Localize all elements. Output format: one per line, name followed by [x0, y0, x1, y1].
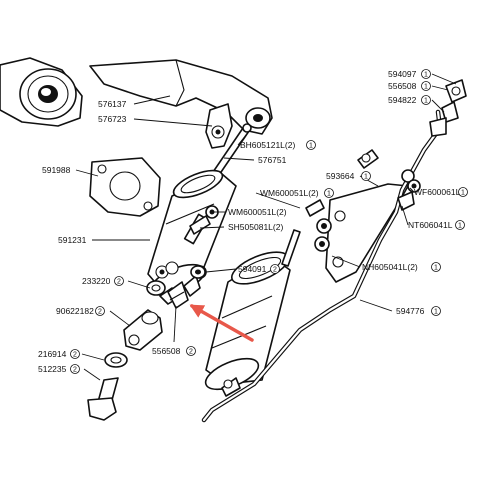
part-labels: 576137 576723 BH605121L(2) 1 576751 5919…	[38, 69, 468, 374]
quantity-circle	[270, 264, 280, 274]
bolt-594091	[190, 265, 206, 279]
quantity-number: 1	[458, 223, 462, 230]
quantity-number: 2	[73, 352, 77, 359]
quantity-circle	[455, 220, 465, 230]
part-number: 593664	[326, 171, 355, 181]
banjo-bolt	[87, 377, 119, 421]
quantity-circle	[431, 262, 441, 272]
part-callout: 576751	[258, 155, 287, 165]
quantity-number: 2	[189, 349, 193, 356]
part-callout: 591231	[58, 235, 87, 245]
seal-washer-233220	[146, 280, 166, 296]
part-number: 594776	[396, 306, 425, 316]
part-number: 233220	[82, 276, 111, 286]
part-callout: NH605041L(2) 1	[362, 262, 441, 272]
part-callout: 512235 2	[38, 364, 80, 374]
quantity-circle	[324, 188, 334, 198]
quantity-number: 2	[73, 367, 77, 374]
part-number: 90622182	[56, 306, 94, 316]
drawings	[0, 57, 467, 423]
quantity-number: 1	[364, 174, 368, 181]
master-cylinder	[204, 229, 301, 397]
quantity-number: 1	[327, 191, 331, 198]
part-number: BH605121L(2)	[240, 140, 295, 150]
quantity-number: 1	[461, 190, 465, 197]
part-callout: WM600051L(2) 1	[260, 188, 334, 198]
part-callout: 594091 2	[238, 264, 280, 274]
part-callout: WM600051L(2)	[228, 207, 287, 217]
part-callout: SH505081L(2)	[228, 222, 283, 232]
part-callout: WF600061L 1	[414, 187, 468, 197]
release-bearing	[0, 57, 83, 127]
part-number: 576751	[258, 155, 287, 165]
part-number: SH505081L(2)	[228, 222, 283, 232]
quantity-circle	[306, 140, 316, 150]
quantity-number: 1	[309, 143, 313, 150]
part-callout: 556508 2	[152, 346, 196, 356]
union-fitting	[123, 309, 163, 351]
part-number: 576137	[98, 99, 127, 109]
part-number: 591231	[58, 235, 87, 245]
quantity-number: 1	[424, 98, 428, 105]
part-callout: 576723	[98, 114, 127, 124]
quantity-circle	[114, 276, 124, 286]
part-callout: 593664 1	[326, 171, 371, 181]
quantity-circle	[70, 349, 80, 359]
hydraulic-pipe	[201, 109, 443, 423]
part-number: WM600051L(2)	[228, 207, 287, 217]
part-callout: 233220 2	[82, 276, 124, 286]
quantity-number: 1	[434, 309, 438, 316]
part-number: WM600051L(2)	[260, 188, 319, 198]
part-number: 594097	[388, 69, 417, 79]
part-callout: 576137	[98, 99, 127, 109]
part-number: 594822	[388, 95, 417, 105]
part-number: 556508	[388, 81, 417, 91]
quantity-circle	[421, 69, 431, 79]
highlight-arrow	[189, 304, 254, 342]
part-callout: 90622182 2	[56, 306, 105, 316]
quantity-circle	[361, 171, 371, 181]
quantity-circle	[421, 81, 431, 91]
banjo-fitting	[167, 281, 189, 309]
quantity-number: 1	[424, 72, 428, 79]
quantity-circle	[95, 306, 105, 316]
part-callout: 594776 1	[396, 306, 441, 316]
part-callout: 556508 1	[388, 81, 431, 91]
quantity-number: 2	[273, 267, 277, 274]
part-number: 594091	[238, 264, 267, 274]
part-number: 591988	[42, 165, 71, 175]
quantity-circle	[431, 306, 441, 316]
quantity-circle	[70, 364, 80, 374]
seal-washer-216914	[104, 352, 128, 368]
part-number: 576723	[98, 114, 127, 124]
gasket-plate	[89, 157, 161, 217]
part-number: 216914	[38, 349, 67, 359]
part-number: 556508	[152, 346, 181, 356]
quantity-circle	[421, 95, 431, 105]
mounting-bracket	[305, 183, 409, 283]
part-callout: 594822 1	[388, 95, 431, 105]
quantity-number: 2	[117, 279, 121, 286]
quantity-circle	[458, 187, 468, 197]
part-callout: NT606041L 1	[408, 220, 465, 230]
part-number: 512235	[38, 364, 67, 374]
part-number: NH605041L(2)	[362, 262, 418, 272]
pipe-fittings	[397, 79, 467, 211]
part-callout: 216914 2	[38, 349, 80, 359]
quantity-number: 1	[424, 84, 428, 91]
part-number: WF600061L	[414, 187, 461, 197]
quantity-number: 1	[434, 265, 438, 272]
part-callout: BH605121L(2) 1	[240, 140, 316, 150]
quantity-circle	[186, 346, 196, 356]
quantity-number: 2	[98, 309, 102, 316]
part-callout: 591988	[42, 165, 71, 175]
part-number: NT606041L	[408, 220, 453, 230]
part-callout: 594097 1	[388, 69, 431, 79]
